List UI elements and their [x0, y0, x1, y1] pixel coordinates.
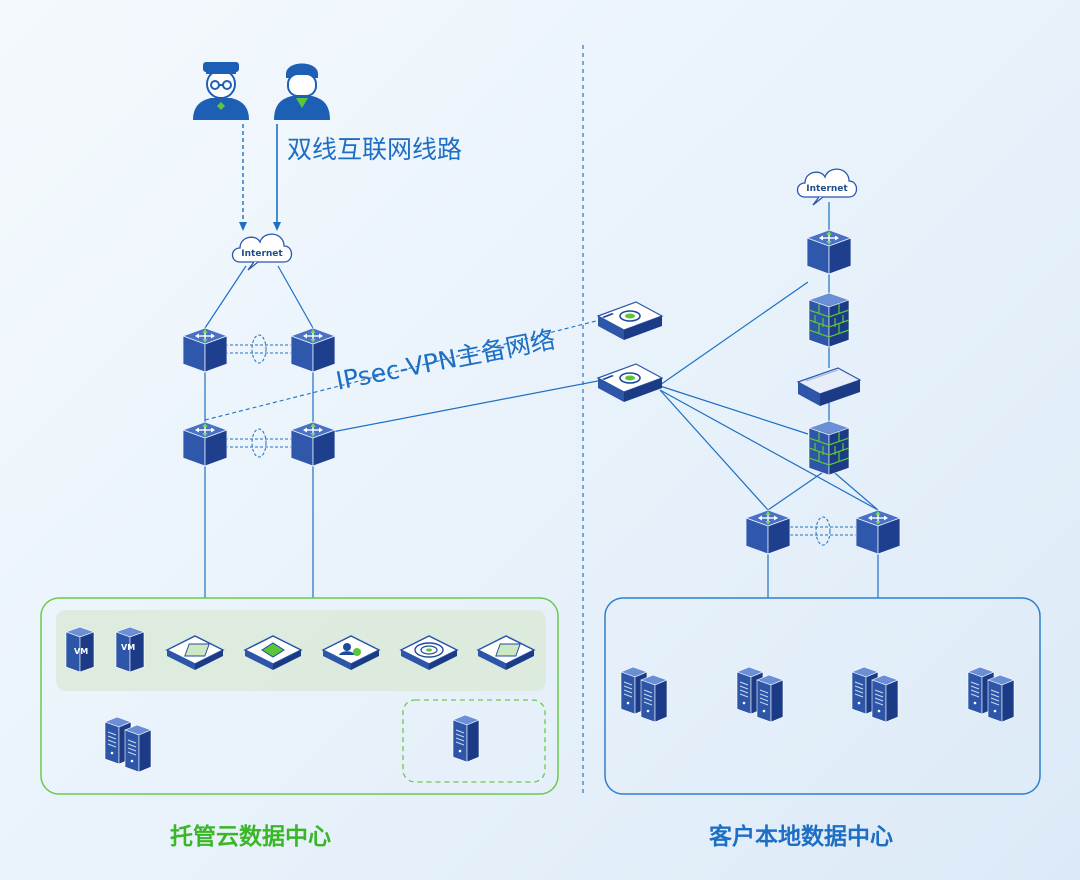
switch-icon [182, 327, 228, 373]
left-network-links [204, 265, 604, 598]
stack-link-right [790, 516, 856, 546]
user-audit-icon [322, 635, 380, 671]
server-icon [621, 667, 667, 722]
shield-icon [244, 635, 302, 671]
user-connection-arrows [239, 124, 281, 231]
monitor-appliance-icon [477, 635, 535, 671]
switch-icon [290, 327, 336, 373]
cloud-label-left: Internet [241, 249, 283, 259]
cloud-icon: Internet [231, 233, 293, 271]
dual-line-label: 双线互联网线路 [287, 135, 463, 164]
vm-icon: VM [65, 626, 95, 673]
stack-link-top [225, 334, 293, 364]
vm-icon: VM [115, 626, 145, 673]
user-icon [274, 63, 330, 120]
cloud-icon: Internet [796, 168, 858, 206]
vpn-gateway-icon [597, 363, 663, 403]
dedicated-server-zone [402, 699, 546, 783]
security-appliance-icon [166, 635, 224, 671]
server-icon [737, 667, 783, 722]
switch-icon [806, 229, 852, 275]
vm-label-1: VM [74, 647, 88, 656]
server-icon [968, 667, 1014, 722]
switch-icon [855, 509, 901, 555]
switch-icon [290, 421, 336, 467]
right-datacenter-caption: 客户本地数据中心 [709, 824, 893, 850]
firewall-icon [808, 292, 850, 348]
left-datacenter-caption: 托管云数据中心 [170, 824, 331, 850]
cloud-label-right: Internet [806, 184, 848, 194]
right-datacenter-container [604, 597, 1041, 795]
vpn-backup-line [204, 319, 601, 421]
firewall-icon [808, 420, 850, 476]
router-icon [797, 367, 861, 407]
scan-icon [400, 635, 458, 671]
right-network-links [659, 202, 879, 598]
stack-link-bottom [225, 428, 293, 458]
vm-label-2: VM [121, 643, 135, 652]
switch-icon [182, 421, 228, 467]
vpn-gateway-icon [597, 301, 663, 341]
left-datacenter-container [40, 597, 559, 795]
user-with-glasses-icon [193, 62, 249, 120]
server-icon [852, 667, 898, 722]
server-icon [452, 714, 480, 763]
switch-icon [745, 509, 791, 555]
server-icon [105, 717, 151, 772]
